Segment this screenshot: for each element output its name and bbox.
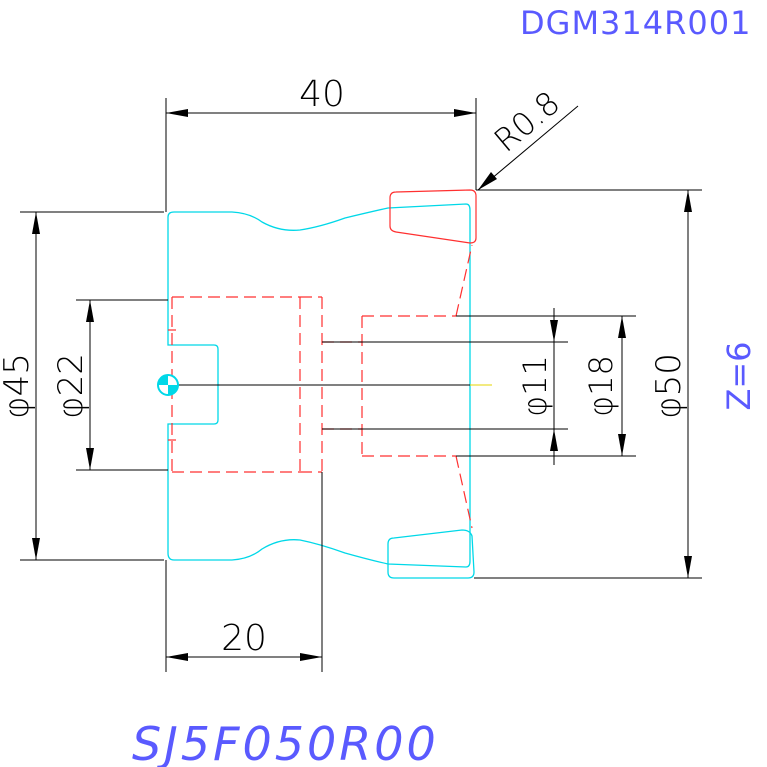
dim-dia-22: φ22 [51, 353, 91, 419]
dim-length-shank: 20 [221, 618, 267, 659]
dim-length-total: 40 [299, 74, 345, 115]
dim-corner-radius: R0.8 [487, 84, 567, 160]
drawing-code: DGM314R001 [520, 4, 751, 42]
cutter-body-outline [167, 203, 475, 579]
hidden-lines [168, 189, 477, 529]
dim-dia-50: φ50 [649, 353, 689, 419]
dim-dia-18: φ18 [582, 355, 620, 417]
dim-dia-11: φ11 [516, 355, 554, 417]
origin-marker-icon [157, 374, 179, 396]
flutes-label: Z=6 [720, 341, 758, 410]
dimension-lines [20, 98, 702, 672]
dim-dia-45: φ45 [0, 353, 37, 419]
part-number: SJ5F050R00 [132, 717, 439, 767]
